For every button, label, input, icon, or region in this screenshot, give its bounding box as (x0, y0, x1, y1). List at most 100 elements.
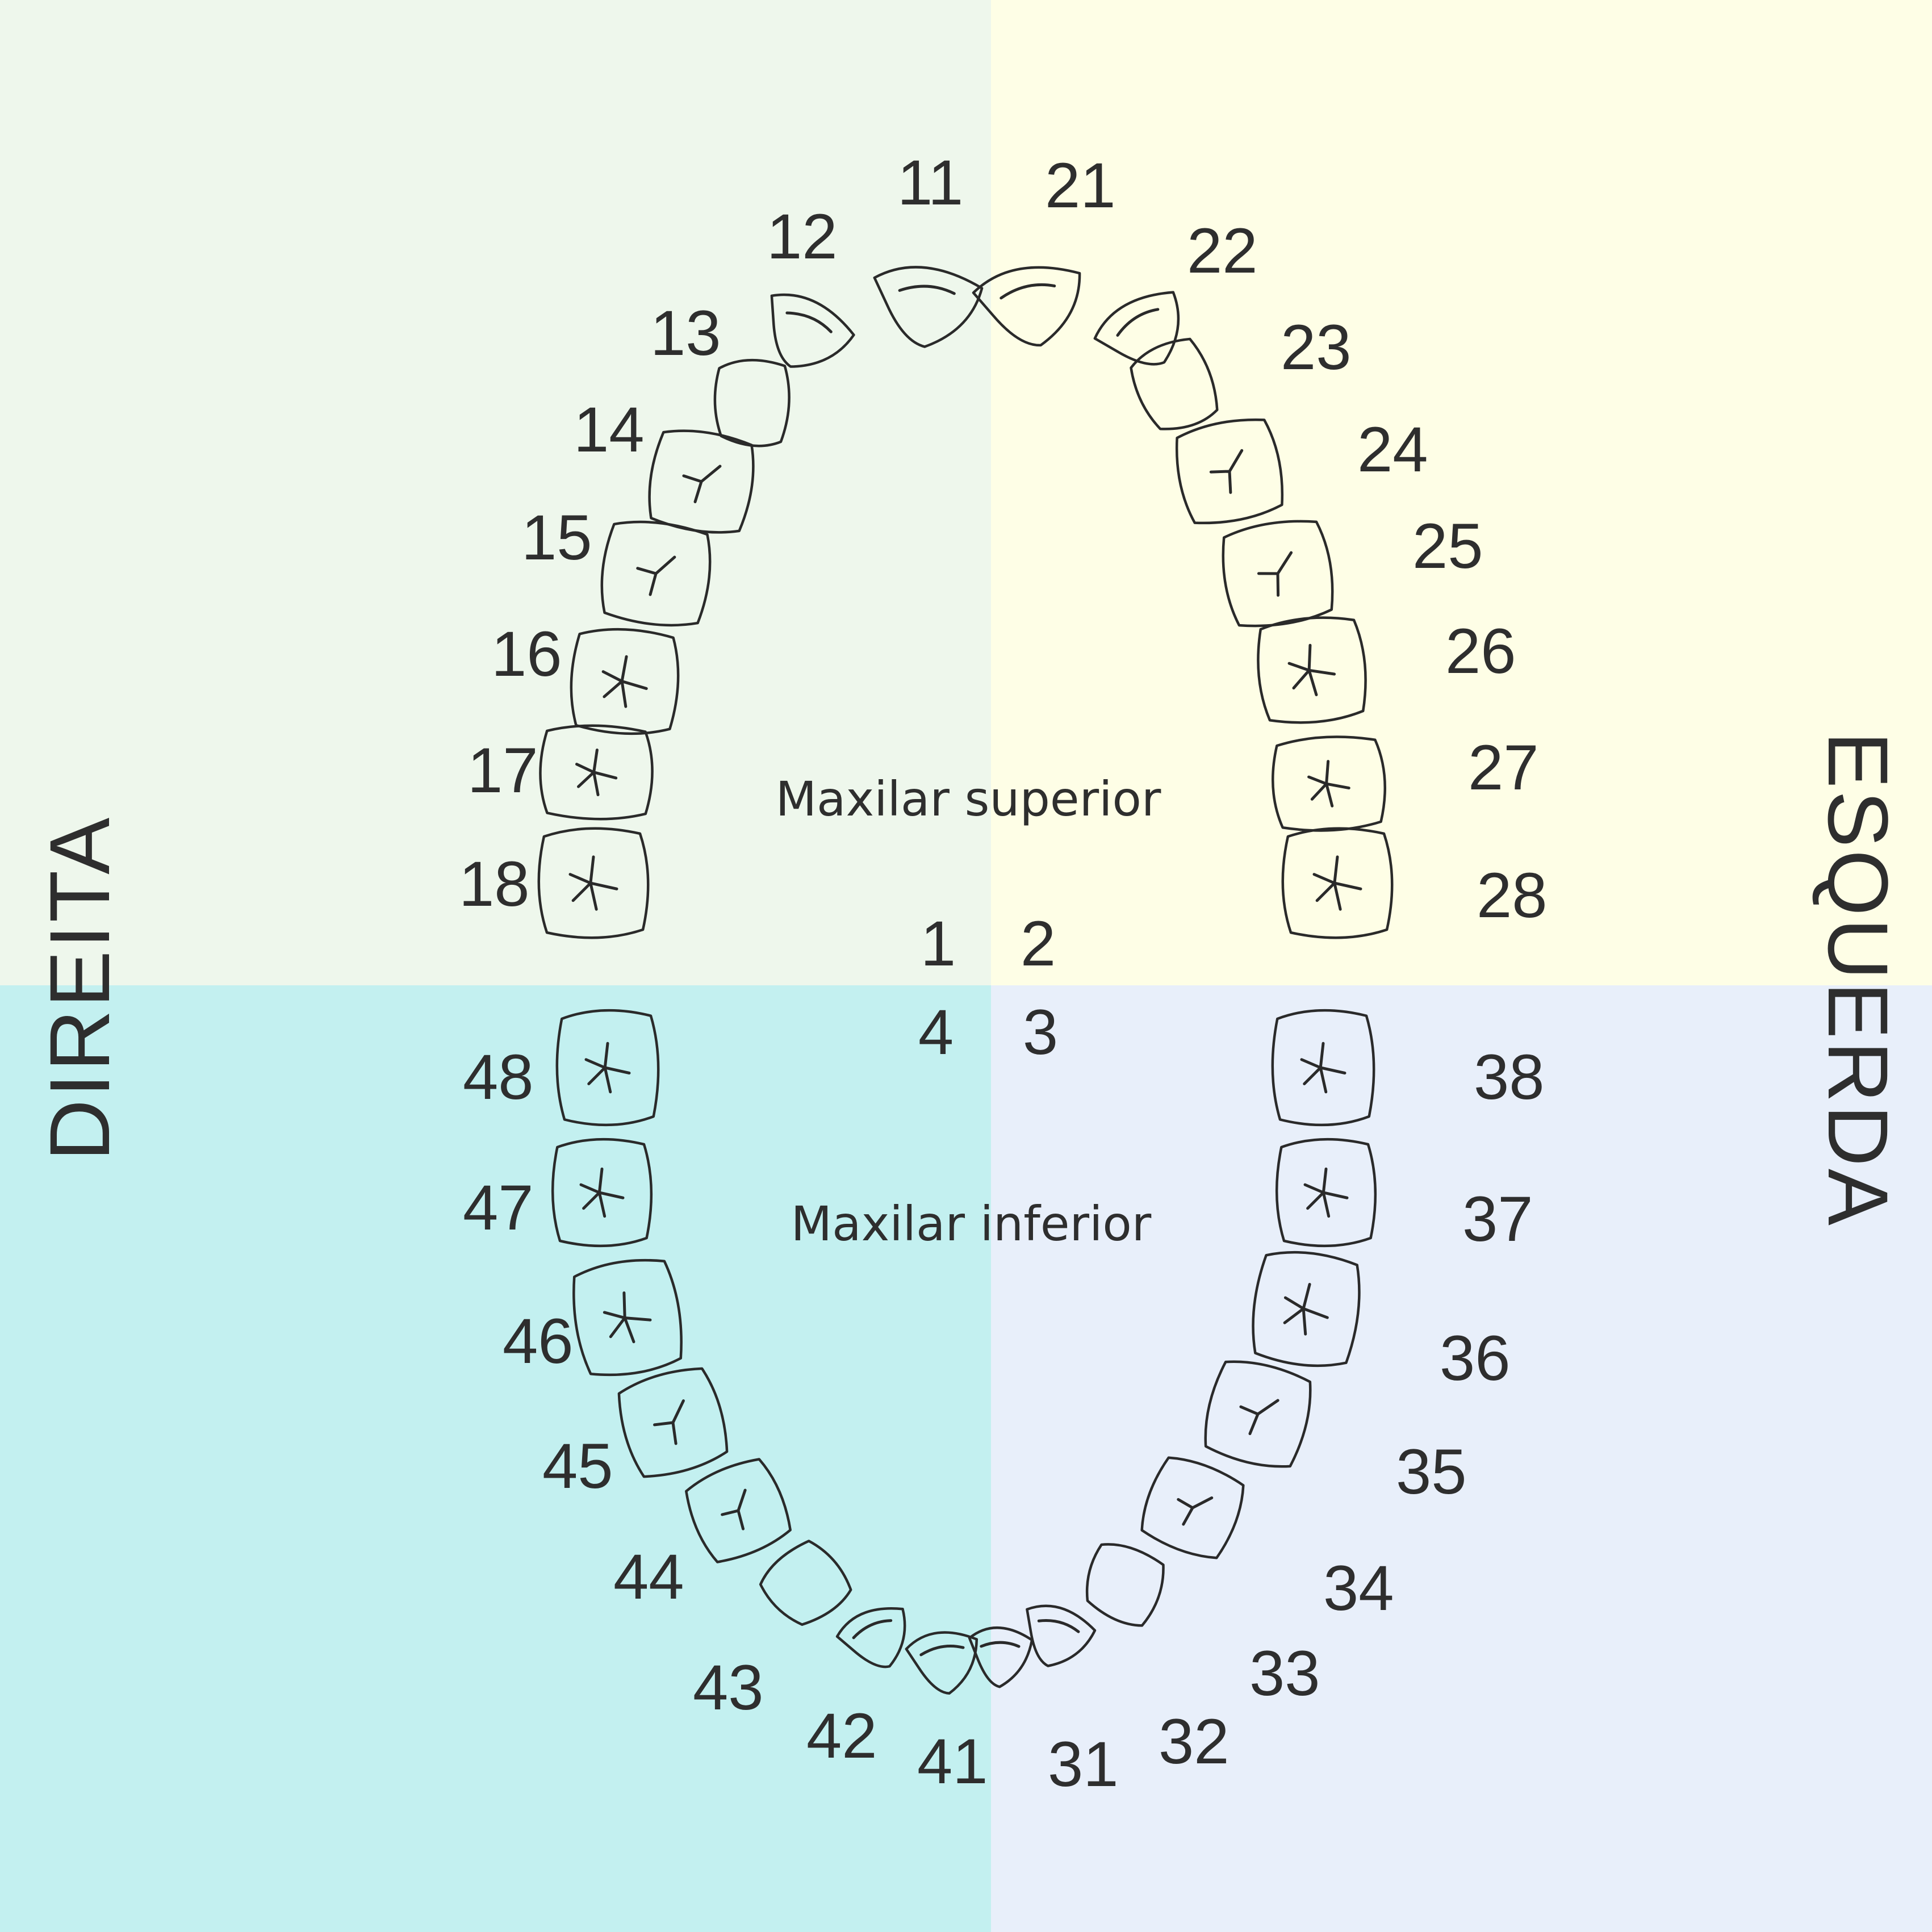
tooth-groove-48 (584, 1042, 631, 1094)
tooth-outline-35 (1204, 1360, 1312, 1468)
tooth-outline-12 (770, 293, 855, 368)
tooth-outline-48 (555, 1009, 660, 1127)
tooth-number-35: 35 (1396, 1436, 1467, 1507)
quadrant-upper-left-bg (991, 0, 1932, 985)
tooth-number-38: 38 (1474, 1042, 1545, 1113)
tooth-number-48: 48 (463, 1042, 534, 1113)
tooth-23 (1130, 337, 1219, 430)
tooth-35 (1204, 1360, 1312, 1468)
tooth-number-26: 26 (1445, 616, 1516, 687)
lower-jaw-label: Maxilar inferior (791, 1196, 1152, 1252)
tooth-outline-42 (835, 1607, 906, 1668)
tooth-22 (1093, 291, 1180, 366)
tooth-outline-47 (551, 1138, 653, 1248)
tooth-number-24: 24 (1357, 414, 1428, 485)
tooth-groove-14 (682, 465, 722, 504)
tooth-outline-37 (1275, 1138, 1377, 1248)
tooth-groove-31 (980, 1641, 1021, 1648)
tooth-47 (551, 1138, 653, 1248)
tooth-number-45: 45 (542, 1431, 613, 1502)
tooth-number-27: 27 (1468, 732, 1539, 803)
tooth-outline-41 (905, 1631, 978, 1695)
tooth-number-21: 21 (1045, 150, 1116, 221)
tooth-32 (1026, 1604, 1097, 1667)
tooth-number-18: 18 (459, 848, 530, 919)
tooth-27 (1271, 735, 1387, 832)
tooth-number-13: 13 (650, 298, 721, 369)
upper-jaw-label: Maxilar superior (776, 771, 1161, 827)
tooth-number-16: 16 (491, 618, 562, 689)
tooth-24 (1175, 418, 1284, 525)
tooth-outline-33 (1085, 1543, 1165, 1627)
tooth-groove-28 (1312, 855, 1362, 911)
tooth-groove-36 (1283, 1283, 1329, 1336)
tooth-number-36: 36 (1440, 1323, 1511, 1394)
tooth-groove-35 (1239, 1399, 1279, 1436)
tooth-number-15: 15 (521, 502, 592, 573)
tooth-outline-45 (617, 1367, 729, 1478)
tooth-groove-27 (1307, 760, 1350, 808)
tooth-outline-27 (1271, 735, 1387, 832)
tooth-number-12: 12 (767, 201, 838, 272)
tooth-43 (759, 1540, 852, 1626)
tooth-groove-38 (1300, 1042, 1346, 1094)
tooth-number-28: 28 (1477, 860, 1548, 931)
tooth-28 (1281, 827, 1394, 939)
quadrant-upper-right-bg (0, 0, 991, 985)
quadrant-lower-right-bg (0, 985, 991, 1932)
tooth-12 (770, 293, 855, 368)
tooth-outline-44 (685, 1458, 792, 1563)
tooth-33 (1085, 1543, 1165, 1627)
tooth-outline-46 (572, 1258, 683, 1377)
tooth-number-43: 43 (693, 1652, 764, 1723)
tooth-number-42: 42 (806, 1700, 877, 1771)
tooth-outline-34 (1140, 1456, 1245, 1559)
tooth-46 (572, 1258, 683, 1377)
tooth-48 (555, 1009, 660, 1127)
tooth-outline-28 (1281, 827, 1394, 939)
tooth-outline-43 (759, 1540, 852, 1626)
tooth-outline-23 (1130, 337, 1219, 430)
tooth-groove-15 (636, 555, 676, 596)
tooth-number-17: 17 (467, 735, 538, 806)
tooth-groove-41 (919, 1645, 965, 1657)
tooth-36 (1252, 1251, 1361, 1368)
tooth-number-22: 22 (1187, 215, 1258, 286)
tooth-14 (648, 429, 755, 534)
tooth-groove-24 (1209, 449, 1244, 494)
tooth-groove-46 (603, 1291, 652, 1344)
tooth-groove-32 (1037, 1619, 1080, 1633)
tooth-31 (968, 1626, 1034, 1688)
quadrant-number-1: 1 (921, 908, 956, 979)
tooth-outline-38 (1271, 1009, 1375, 1127)
tooth-groove-26 (1287, 643, 1336, 696)
tooth-groove-42 (852, 1619, 893, 1640)
tooth-21 (972, 266, 1081, 347)
tooth-15 (600, 520, 712, 627)
side-label-right: DIREITA (32, 816, 127, 1161)
tooth-number-37: 37 (1462, 1184, 1533, 1254)
tooth-number-32: 32 (1159, 1706, 1230, 1777)
tooth-number-25: 25 (1412, 511, 1483, 582)
tooth-42 (835, 1607, 906, 1668)
quadrant-lower-left-bg (991, 985, 1932, 1932)
tooth-41 (905, 1631, 978, 1695)
tooth-groove-17 (575, 748, 618, 797)
teeth-layer (537, 266, 1394, 1695)
tooth-number-47: 47 (463, 1172, 534, 1243)
tooth-outline-32 (1026, 1604, 1097, 1667)
tooth-number-34: 34 (1323, 1553, 1394, 1624)
tooth-outline-26 (1257, 616, 1367, 724)
tooth-outline-14 (648, 429, 755, 534)
tooth-groove-37 (1303, 1167, 1349, 1218)
tooth-outline-11 (873, 266, 984, 348)
tooth-number-31: 31 (1048, 1729, 1119, 1800)
tooth-outline-16 (570, 628, 680, 735)
tooth-18 (537, 827, 650, 939)
tooth-number-44: 44 (613, 1541, 684, 1612)
tooth-44 (685, 1458, 792, 1563)
tooth-groove-44 (721, 1488, 747, 1530)
tooth-37 (1275, 1138, 1377, 1248)
